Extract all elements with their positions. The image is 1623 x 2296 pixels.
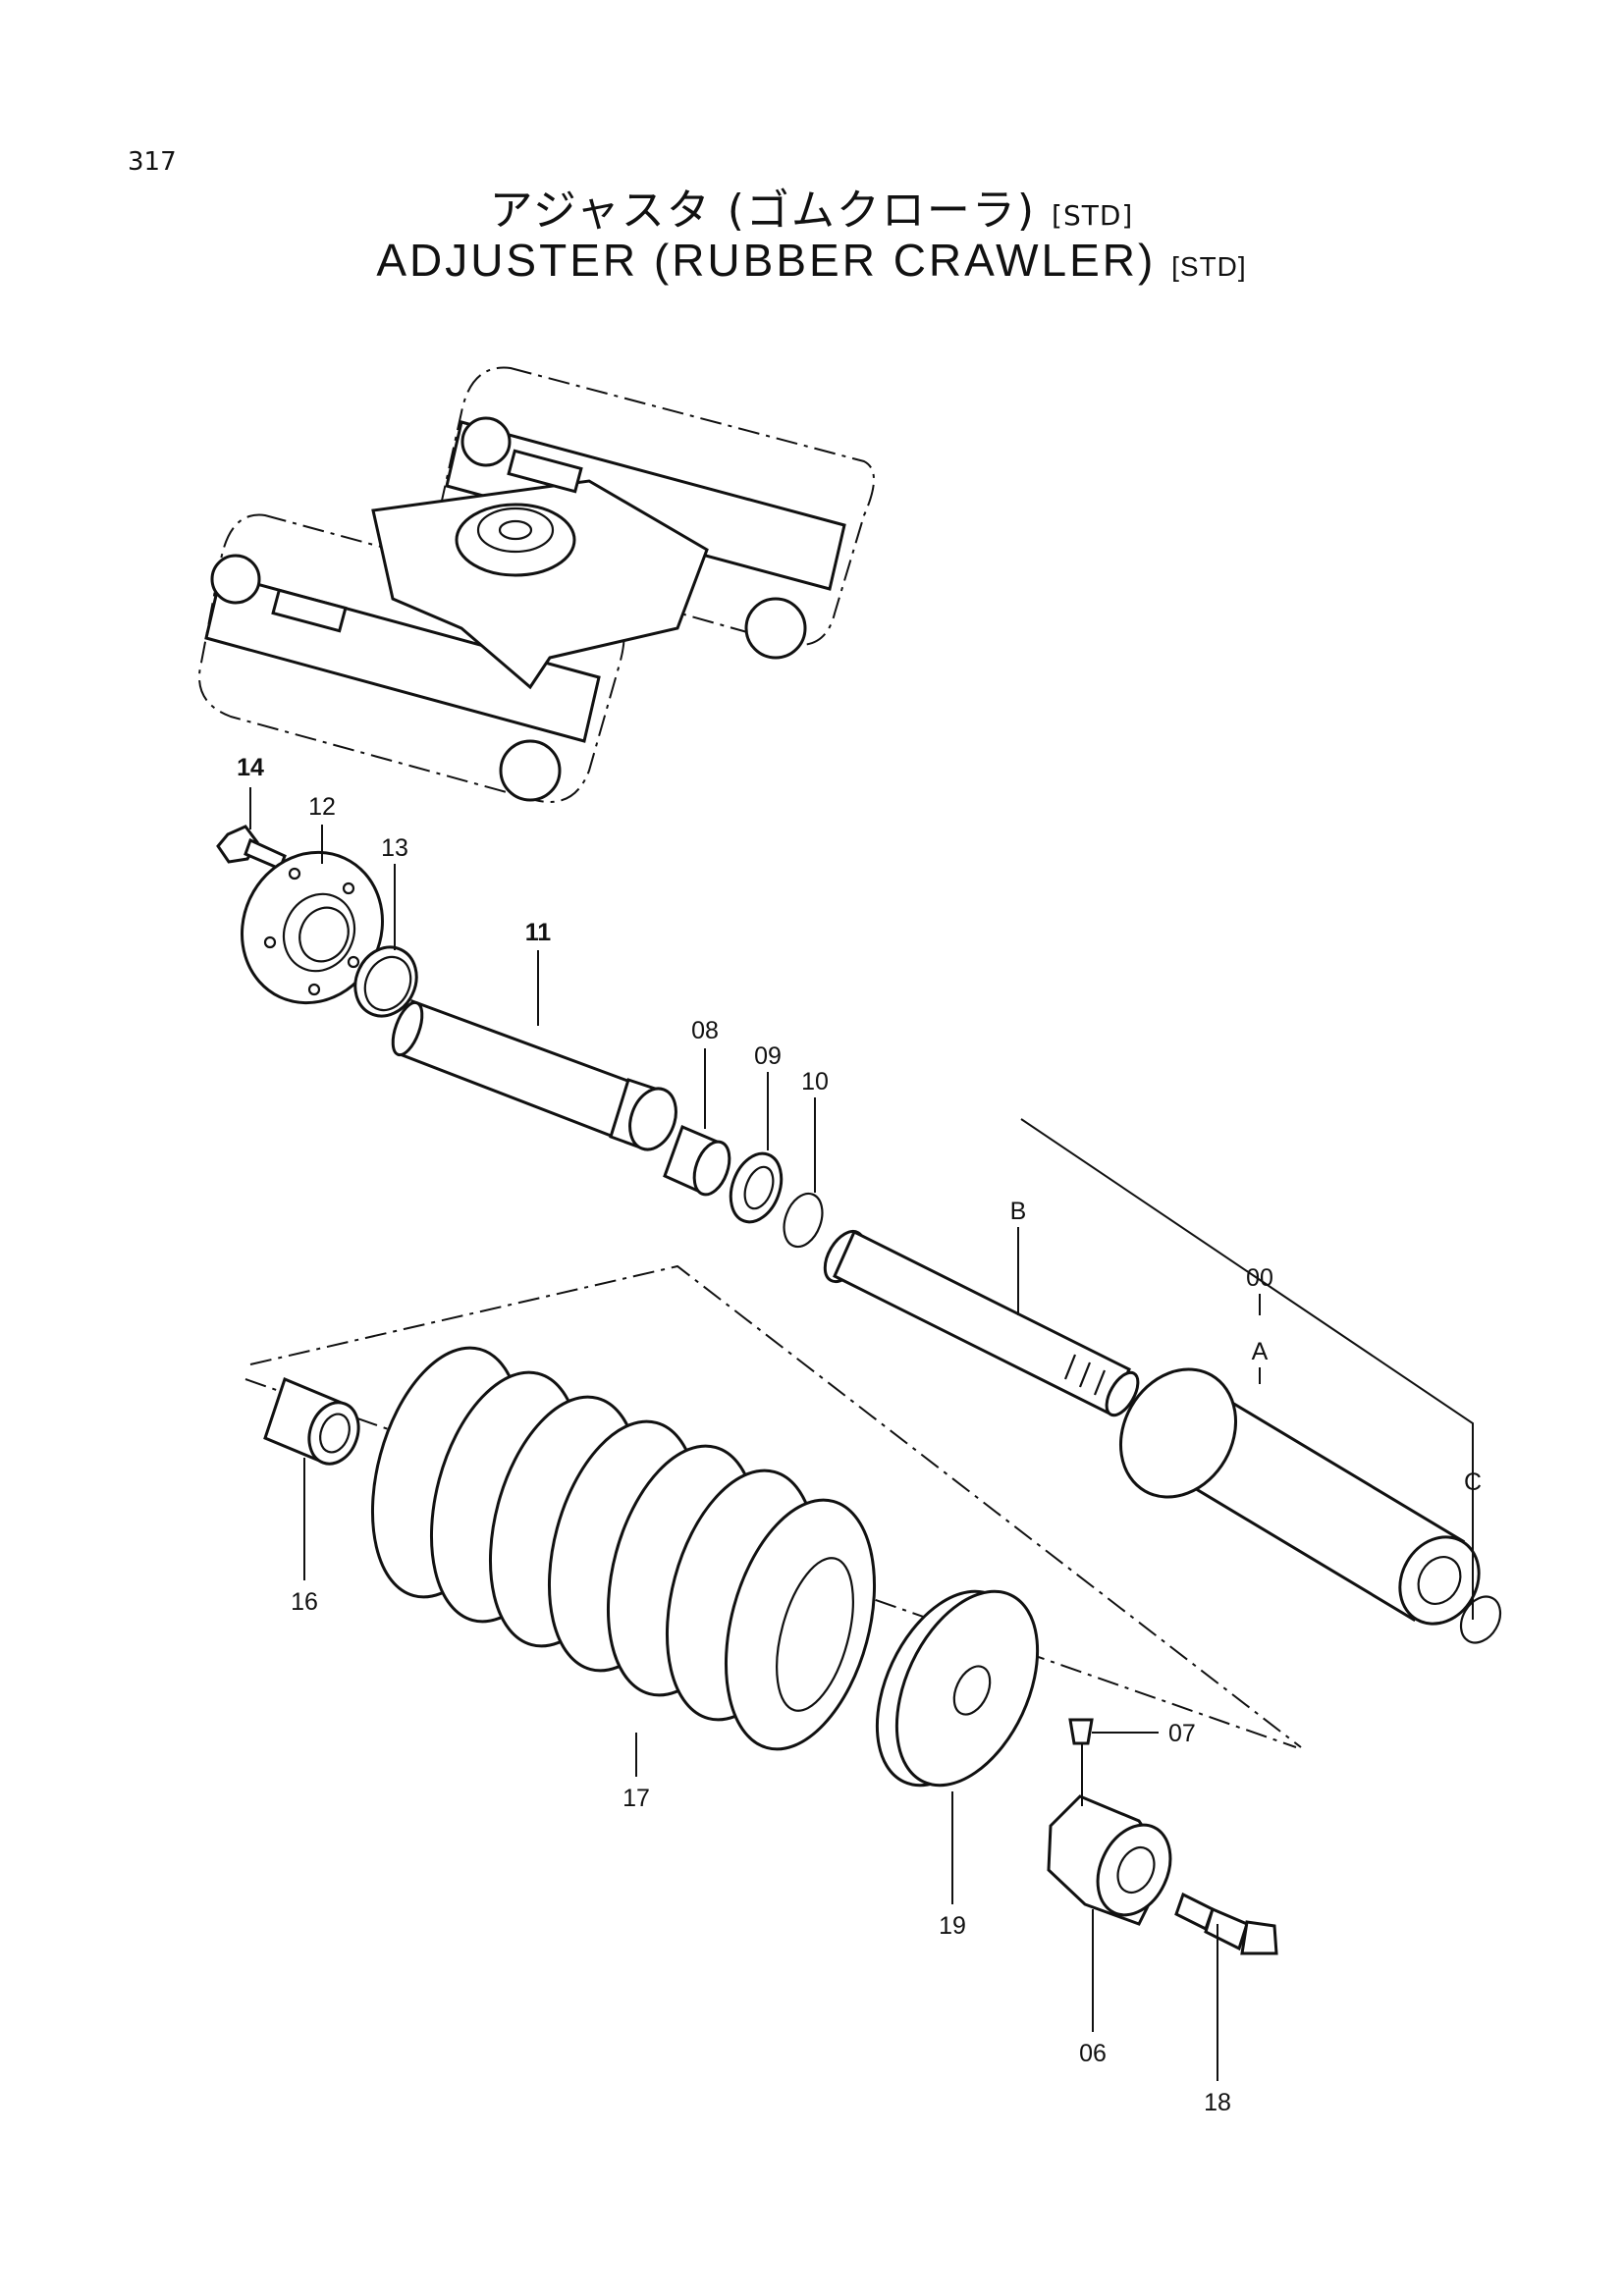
callout-11: 11 <box>525 919 552 946</box>
title-english: ADJUSTER (RUBBER CRAWLER) [STD] <box>0 234 1623 287</box>
title-english-text: ADJUSTER (RUBBER CRAWLER) <box>376 235 1157 286</box>
callout-10: 10 <box>801 1068 829 1095</box>
callout-06: 06 <box>1079 2040 1107 2067</box>
idler-rear <box>460 416 512 467</box>
sprocket-rear <box>744 597 807 660</box>
callout-14: 14 <box>237 754 264 781</box>
callout-09: 09 <box>754 1042 782 1070</box>
callout-A: A <box>1252 1338 1269 1365</box>
part-09-seal <box>729 1151 784 1224</box>
part-06-valve-body <box>1047 1794 1172 1926</box>
callout-19: 19 <box>939 1912 966 1940</box>
assembly-boundary <box>249 1264 1302 1748</box>
callout-labels: 14 12 13 11 08 09 10 B 00 A C 16 17 19 0… <box>237 754 1482 2116</box>
page-number: 317 <box>128 147 177 177</box>
part-18-grease-fitting <box>1174 1892 1278 1955</box>
part-11-rod <box>391 998 677 1151</box>
swing-bearing-ring <box>476 507 555 554</box>
callout-08: 08 <box>691 1017 719 1044</box>
idler-front <box>210 554 261 605</box>
callout-13: 13 <box>381 834 408 862</box>
part-13-ring <box>353 945 418 1018</box>
leader-lines <box>249 787 1474 2081</box>
part-08-bushing <box>663 1124 731 1197</box>
callout-C: C <box>1464 1468 1482 1496</box>
callout-07: 07 <box>1168 1720 1196 1747</box>
adjuster-housing-rear <box>507 449 583 494</box>
part-14-bolt <box>216 825 287 871</box>
swing-bearing-center <box>498 519 533 541</box>
part-C-ring <box>1459 1595 1502 1644</box>
part-A-cylinder <box>1118 1367 1481 1626</box>
part-16-spacer <box>263 1376 360 1466</box>
title-english-tag: [STD] <box>1171 251 1247 282</box>
part-17-spring <box>370 1346 877 1751</box>
callout-B: B <box>1010 1198 1027 1225</box>
callout-12: 12 <box>308 793 336 821</box>
part-07-plug <box>1068 1718 1094 1745</box>
part-19-spring-seat <box>875 1589 1040 1788</box>
undercarriage-overview <box>198 366 875 803</box>
callout-18: 18 <box>1204 2089 1231 2116</box>
callout-00: 00 <box>1246 1264 1273 1292</box>
title-japanese-text: アジャスタ (ゴムクローラ) <box>489 186 1037 236</box>
part-10-snap-ring <box>783 1192 824 1249</box>
callout-16: 16 <box>291 1588 318 1616</box>
title-japanese-tag: [STD] <box>1052 199 1134 232</box>
sprocket-front <box>499 739 562 802</box>
part-B-piston-rod <box>823 1229 1140 1417</box>
title-japanese: アジャスタ (ゴムクローラ) [STD] <box>0 175 1623 238</box>
callout-17: 17 <box>622 1785 650 1812</box>
adjuster-housing-front <box>271 588 348 633</box>
